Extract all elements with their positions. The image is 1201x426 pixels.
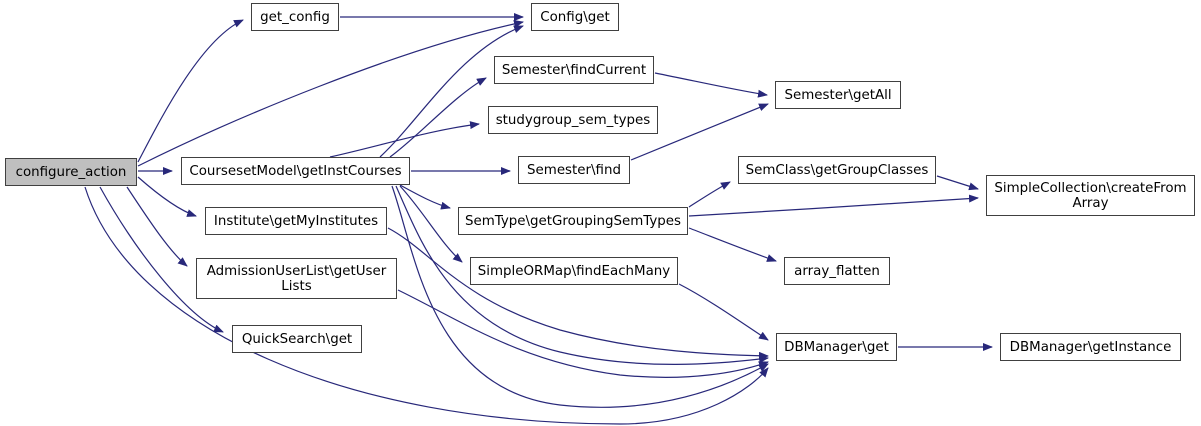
call-edge <box>387 227 769 360</box>
graph-node-simpleormap-findeachmany[interactable]: SimpleORMap\findEachMany <box>470 257 678 285</box>
graph-node-array-flatten[interactable]: array_flatten <box>784 257 890 285</box>
call-edge <box>397 289 769 378</box>
call-edge <box>137 19 244 163</box>
graph-node-dbmanager-get[interactable]: DBManager\get <box>776 333 897 361</box>
call-edge <box>379 25 524 158</box>
call-edge <box>678 283 769 341</box>
call-edge <box>395 185 769 365</box>
graph-node-config-get[interactable]: Config\get <box>531 3 619 31</box>
graph-node-semester-getall[interactable]: Semester\getAll <box>775 81 901 109</box>
call-edge <box>654 72 768 98</box>
call-edge <box>688 194 979 217</box>
graph-node-semtype-getgroupingsemtypes[interactable]: SemType\getGroupingSemTypes <box>458 207 688 235</box>
call-edge <box>329 121 480 158</box>
call-edge <box>688 227 777 262</box>
call-edge <box>399 185 463 263</box>
call-edge <box>936 175 979 191</box>
call-edge <box>399 184 451 210</box>
call-edge <box>137 176 197 217</box>
graph-node-get-config[interactable]: get_config <box>251 3 339 31</box>
graph-node-semester-find[interactable]: Semester\find <box>518 156 630 184</box>
call-edge <box>688 181 731 208</box>
edges-group <box>84 13 993 425</box>
graph-node-semester-findcurrent[interactable]: Semester\findCurrent <box>494 56 654 84</box>
graph-node-quicksearch-get[interactable]: QuickSearch\get <box>232 325 362 353</box>
graph-node-dbmanager-getinstance[interactable]: DBManager\getInstance <box>1000 333 1181 361</box>
call-edge <box>630 103 769 161</box>
call-edge <box>99 186 224 333</box>
graph-node-institute-getmyinstitutes[interactable]: Institute\getMyInstitutes <box>205 207 387 235</box>
graph-node-admissionuserlist-getuserlists[interactable]: AdmissionUserList\getUser Lists <box>196 258 397 299</box>
graph-node-simplecollection-createfromarray[interactable]: SimpleCollection\createFrom Array <box>986 175 1195 216</box>
call-edge <box>126 186 188 267</box>
call-edge <box>137 19 524 167</box>
call-edge <box>84 186 769 425</box>
call-edge <box>389 77 487 158</box>
graph-node-studygroup-sem-types[interactable]: studygroup_sem_types <box>488 106 658 134</box>
graph-node-configure-action[interactable]: configure_action <box>5 158 137 186</box>
graph-node-semclass-getgroupclasses[interactable]: SemClass\getGroupClasses <box>738 156 936 184</box>
call-edge <box>391 185 769 408</box>
graph-node-coursesetmodel-getinstcourses[interactable]: CoursesetModel\getInstCourses <box>181 157 410 185</box>
